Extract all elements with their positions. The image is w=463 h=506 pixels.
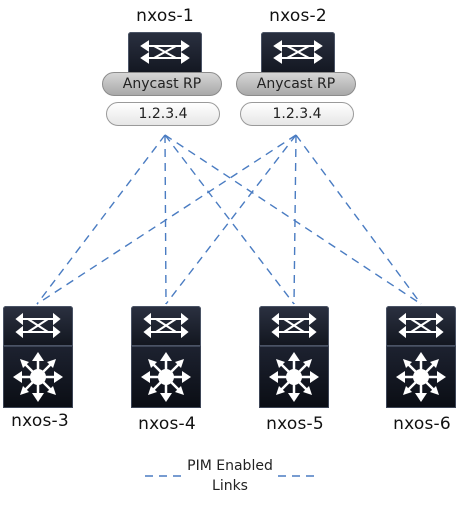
node-label-nxos5: nxos-5 [266, 414, 324, 434]
device-nxos4 [131, 306, 201, 408]
legend-label: PIM Enabled Links [165, 456, 295, 496]
device-nxos6 [386, 306, 456, 408]
role-badge-nxos1: Anycast RP [102, 72, 222, 96]
device-top-panel [3, 306, 73, 346]
role-badge-nxos2: Anycast RP [236, 72, 356, 96]
device-nxos5 [259, 306, 329, 408]
device-body [386, 346, 456, 408]
node-label-nxos6: nxos-6 [393, 414, 451, 434]
node-label-nxos2: nxos-2 [269, 6, 327, 26]
node-label-nxos3: nxos-3 [11, 411, 69, 431]
link-nxos1-nxos3 [36, 134, 166, 305]
device-top-panel [386, 306, 456, 346]
address-badge-nxos2: 1.2.3.4 [240, 102, 354, 126]
link-nxos2-nxos4 [165, 134, 297, 305]
link-nxos2-nxos5 [293, 134, 297, 305]
device-body [131, 346, 201, 408]
switch-arrows-icon [15, 312, 61, 339]
nexus-router-icon [13, 352, 63, 402]
switch-arrows-icon [273, 40, 323, 64]
nexus-router-icon [141, 352, 191, 402]
node-label-nxos4: nxos-4 [138, 414, 196, 434]
address-badge-nxos1: 1.2.3.4 [106, 102, 220, 126]
switch-arrows-icon [398, 312, 444, 339]
nexus-router-icon [396, 352, 446, 402]
link-nxos1-nxos5 [164, 134, 295, 305]
legend-label-line1: PIM Enabled [187, 458, 273, 474]
switch-arrows-icon [271, 312, 317, 339]
device-body [259, 346, 329, 408]
legend-dash-right [278, 475, 318, 477]
device-body [3, 346, 73, 408]
link-nxos2-nxos6 [295, 134, 422, 305]
link-nxos1-nxos6 [164, 134, 422, 305]
legend-label-line2: Links [212, 478, 248, 494]
node-label-nxos1: nxos-1 [136, 6, 194, 26]
link-nxos2-nxos3 [36, 134, 297, 305]
device-top-panel [131, 306, 201, 346]
legend-dash-left [145, 475, 185, 477]
nexus-router-icon [269, 352, 319, 402]
switch-arrows-icon [140, 40, 190, 64]
switch-arrows-icon [143, 312, 189, 339]
device-nxos3 [3, 306, 73, 408]
device-top-panel [259, 306, 329, 346]
